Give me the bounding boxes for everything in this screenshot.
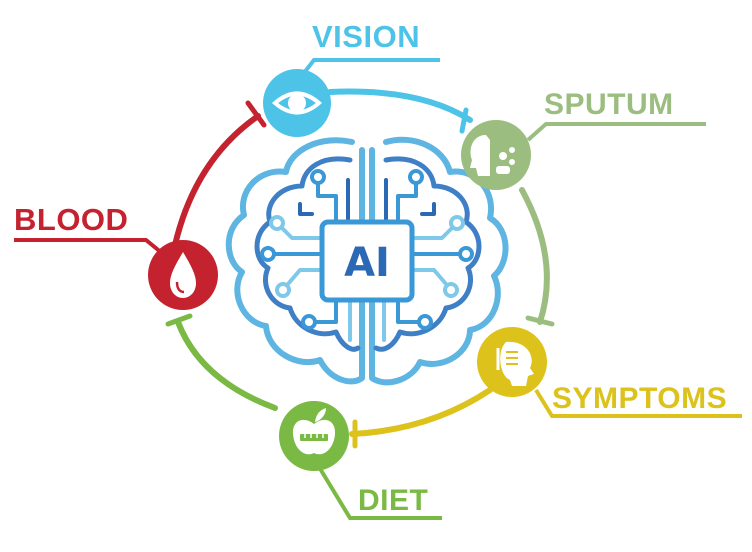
node-vision: VISION: [263, 19, 440, 137]
brain-outline-inner: [254, 156, 482, 352]
diet-leader-line: [314, 460, 442, 520]
diet-label: DIET: [358, 484, 428, 517]
sputum-label: SPUTUM: [544, 88, 674, 121]
cap-vision: [459, 107, 469, 134]
cap-blood: [245, 100, 267, 128]
vision-label: VISION: [312, 19, 420, 54]
node-blood: BLOOD: [14, 202, 218, 310]
apple-icon: [292, 408, 336, 455]
node-diet: DIET: [279, 401, 442, 520]
ai-chip-label: AI: [344, 240, 390, 286]
node-sputum: SPUTUM: [461, 88, 706, 190]
cap-diet: [165, 313, 193, 327]
blood-drop-icon: [170, 252, 196, 298]
blood-leader-line: [14, 238, 170, 260]
ring-end-caps: [165, 100, 555, 449]
arc-diet-blood: [175, 319, 278, 411]
arc-vision-sputum: [327, 88, 473, 123]
brain-outline-outer: [225, 136, 509, 386]
arc-symptoms-diet: [349, 387, 493, 437]
arc-blood-vision: [172, 113, 261, 248]
circuit-right: [382, 169, 474, 342]
sputum-leader-line: [526, 122, 706, 142]
cap-sputum: [525, 315, 555, 327]
blood-label: BLOOD: [14, 202, 128, 237]
symptoms-leader-line: [534, 388, 742, 418]
vision-leader-line: [298, 58, 440, 80]
cough-icon: [470, 135, 515, 176]
node-symptoms: SYMPTOMS: [477, 327, 742, 418]
circuit-left: [260, 169, 352, 342]
ai-chip: AI: [319, 219, 415, 303]
head-scan-icon: [496, 341, 534, 386]
eye-icon: [271, 91, 323, 115]
arc-sputum-symptoms: [519, 187, 550, 325]
brain-graphic: [225, 136, 509, 386]
symptoms-label: SYMPTOMS: [552, 382, 727, 415]
connection-ring: [172, 88, 550, 437]
